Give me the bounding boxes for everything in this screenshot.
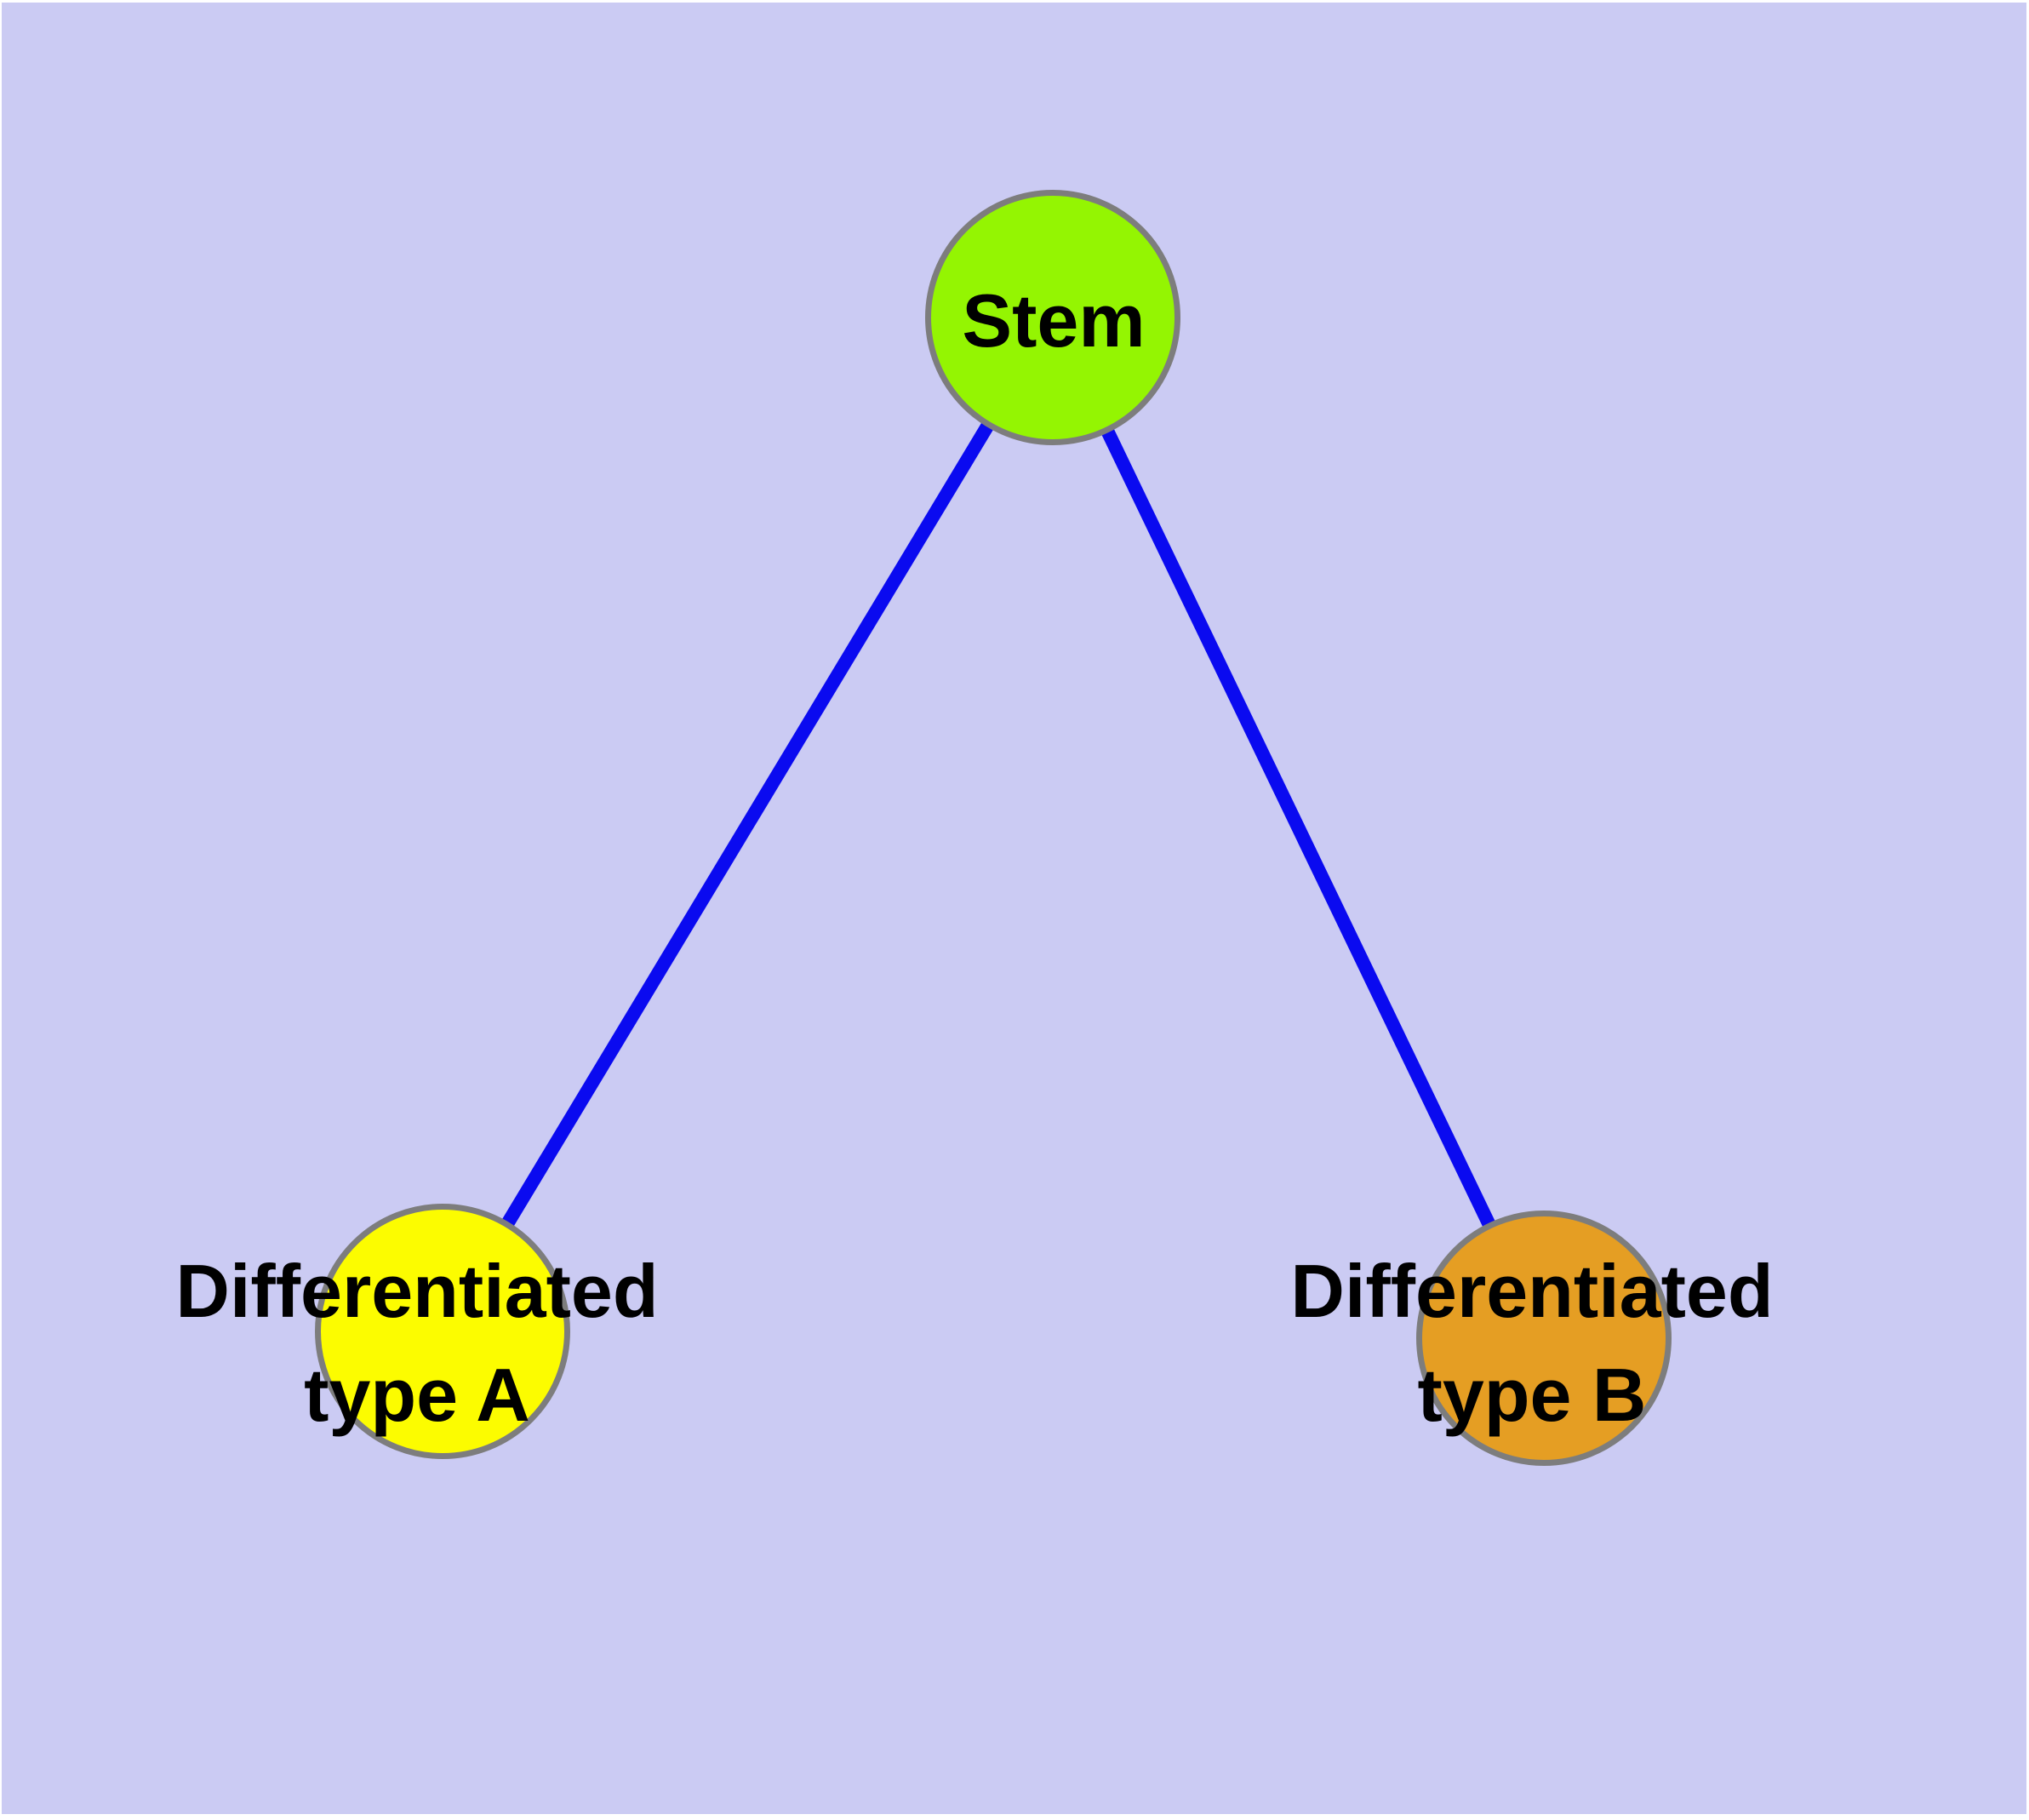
node-label-type-a-line1: Differentiated bbox=[175, 1249, 659, 1333]
node-label-type-a-line2: type A bbox=[304, 1353, 530, 1437]
node-label-stem: Stem bbox=[628, 269, 1479, 373]
node-label-differentiated-type-a: Differentiated type A bbox=[0, 1239, 843, 1447]
node-differentiated-type-b bbox=[1416, 1210, 1672, 1466]
node-differentiated-type-a bbox=[315, 1204, 570, 1459]
node-label-type-b-line2: type B bbox=[1417, 1353, 1647, 1437]
edge-stem-to-type-a bbox=[437, 313, 1059, 1336]
node-label-type-b-line1: Differentiated bbox=[1290, 1249, 1774, 1333]
edge-stem-to-type-b bbox=[1046, 314, 1551, 1342]
node-stem bbox=[925, 190, 1180, 445]
node-label-differentiated-type-b: Differentiated type B bbox=[1106, 1239, 1958, 1447]
node-label-stem-line1: Stem bbox=[962, 278, 1146, 363]
